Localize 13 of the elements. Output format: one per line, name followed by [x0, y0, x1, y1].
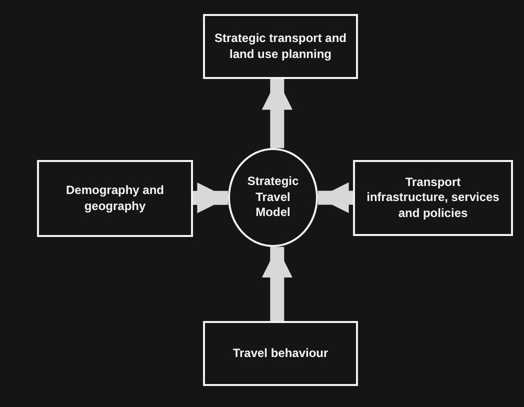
- block-arrow: [262, 246, 293, 321]
- process-box: [203, 14, 358, 79]
- process-box: [203, 321, 358, 386]
- node-label: Strategic Travel Model: [246, 174, 300, 221]
- block-arrow: [193, 182, 228, 214]
- process-box: [37, 160, 193, 237]
- block-arrow: [262, 79, 293, 148]
- block-arrow: [318, 182, 353, 214]
- node-label: Transport infrastructure, services and policies: [366, 174, 500, 222]
- node-label: Strategic transport and land use planning: [213, 30, 348, 62]
- node-label: Demography and geography: [64, 182, 165, 214]
- process-box: [353, 160, 513, 236]
- node-label: Travel behaviour: [232, 346, 328, 362]
